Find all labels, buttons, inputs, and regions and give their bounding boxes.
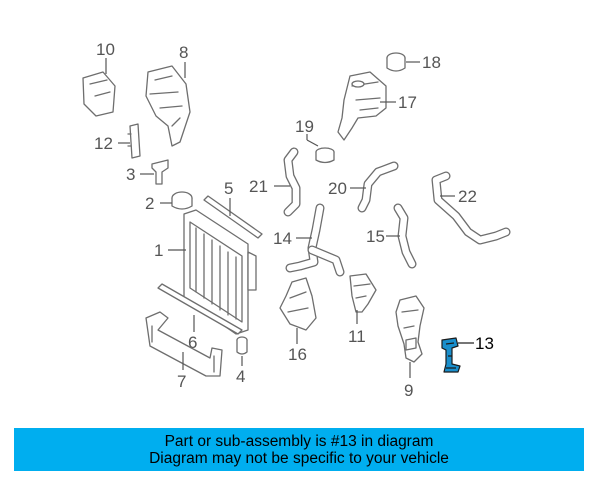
callout-12: 12 <box>94 134 113 153</box>
callout-15: 15 <box>366 227 385 246</box>
part-16: 16 <box>279 277 317 364</box>
callout-10: 10 <box>96 40 115 59</box>
part-2: 2 <box>145 191 193 213</box>
part-12: 12 <box>94 123 141 159</box>
part-7: 7 <box>145 311 223 391</box>
part-19: 19 <box>295 117 335 164</box>
callout-11: 11 <box>348 327 366 346</box>
callout-21: 21 <box>249 177 268 196</box>
callout-13: 13 <box>475 334 494 353</box>
callout-18: 18 <box>422 53 441 72</box>
part-18: 18 <box>386 52 441 72</box>
callout-14: 14 <box>273 229 292 248</box>
part-20: 20 <box>328 161 399 213</box>
part-11: 11 <box>348 273 377 346</box>
callout-17: 17 <box>398 93 417 112</box>
callout-4: 4 <box>236 367 245 386</box>
part-9: 9 <box>395 295 425 400</box>
banner-line-2: Diagram may not be specific to your vehi… <box>149 449 449 467</box>
part-6: 6 <box>157 283 243 352</box>
callout-7: 7 <box>177 372 186 391</box>
part-17: 17 <box>337 71 417 141</box>
callout-19: 19 <box>295 117 314 136</box>
part-4: 4 <box>236 336 248 386</box>
callout-1: 1 <box>154 241 163 260</box>
part-8: 8 <box>145 43 191 147</box>
callout-8: 8 <box>179 43 188 62</box>
part-3: 3 <box>126 159 169 185</box>
callout-2: 2 <box>145 194 154 213</box>
part-22: 22 <box>431 171 511 245</box>
part-14: 14 <box>273 203 345 277</box>
callout-9: 9 <box>404 381 413 400</box>
callout-6: 6 <box>188 333 197 352</box>
part-info-banner: Part or sub-assembly is #13 in diagram D… <box>14 428 584 471</box>
part-13-highlighted: 13 <box>441 334 494 373</box>
part-5: 5 <box>203 179 263 239</box>
banner-line-1: Part or sub-assembly is #13 in diagram <box>164 432 434 450</box>
part-10: 10 <box>82 40 116 117</box>
callout-20: 20 <box>328 179 347 198</box>
part-21: 21 <box>249 147 301 217</box>
callout-5: 5 <box>224 179 233 198</box>
callout-3: 3 <box>126 165 135 184</box>
parts-diagram: 10 8 12 3 2 5 1 <box>82 40 511 400</box>
callout-16: 16 <box>288 345 307 364</box>
part-15: 15 <box>366 203 417 269</box>
callout-22: 22 <box>458 187 477 206</box>
